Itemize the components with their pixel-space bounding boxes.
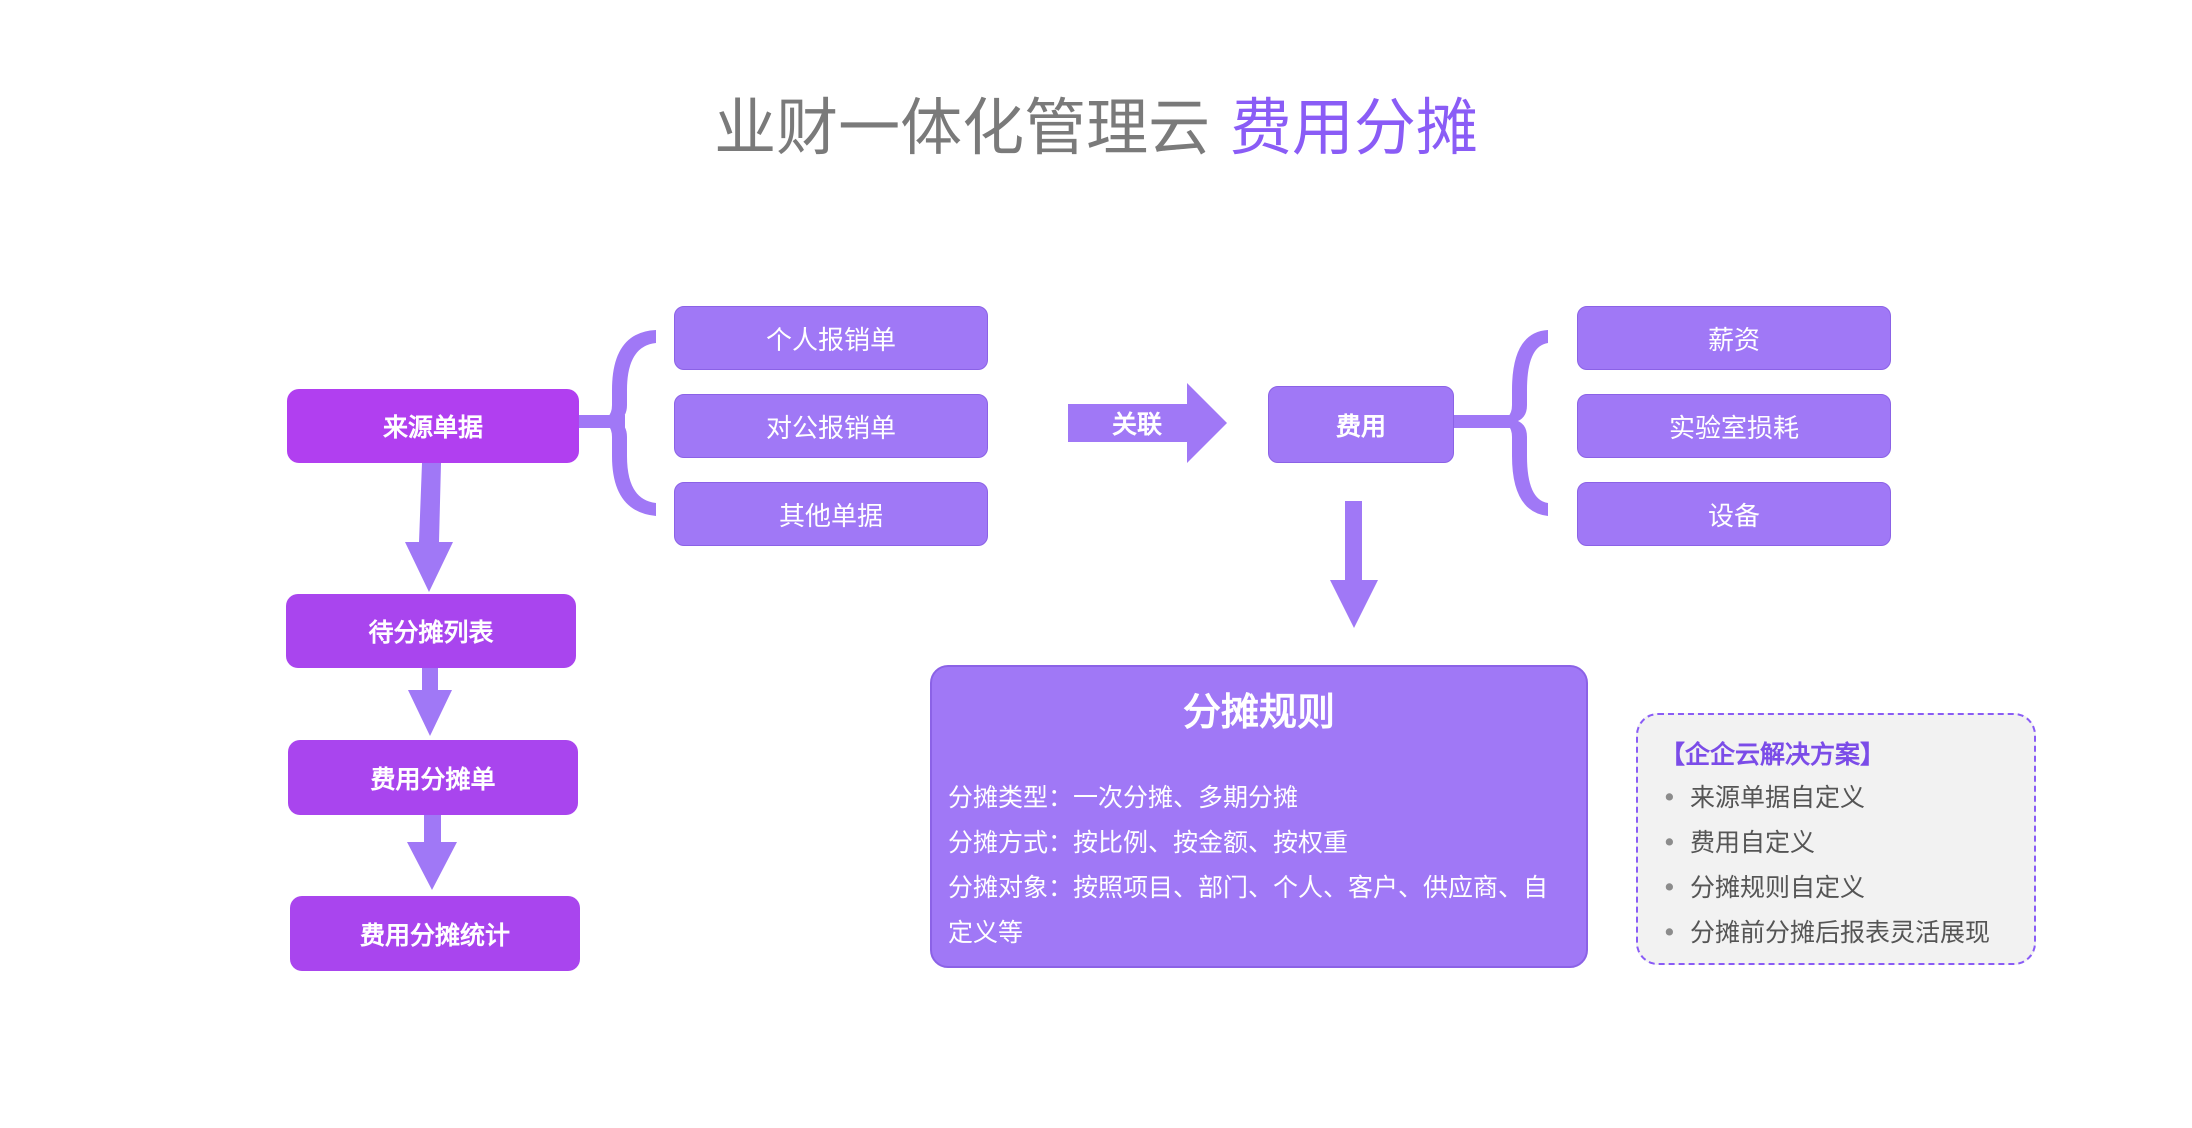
expense-type-equipment[interactable]: 设备 — [1577, 482, 1891, 546]
solution-panel: 【企企云解决方案】 • 来源单据自定义 • 费用自定义 • 分摊规则自定义 • 分摊前分… — [1636, 713, 2036, 965]
expense-type-lab[interactable]: 实验室损耗 — [1577, 394, 1891, 458]
bullet-icon: • — [1662, 828, 1677, 857]
solution-title: 【企企云解决方案】 — [1660, 740, 1886, 769]
bullet-icon: • — [1662, 873, 1677, 902]
expense-type-salary[interactable]: 薪资 — [1577, 306, 1891, 370]
source-type-corporate[interactable]: 对公报销单 — [674, 394, 988, 458]
rule-line-method: 分摊方式：按比例、按金额、按权重 — [948, 828, 1349, 857]
source-type-other[interactable]: 其他单据 — [674, 482, 988, 546]
flow-arrow-2 — [408, 668, 452, 736]
solution-item: • 费用自定义 — [1662, 820, 1990, 865]
source-docs-box[interactable]: 来源单据 — [287, 389, 579, 463]
solution-item-text: 来源单据自定义 — [1690, 783, 1866, 812]
allocation-rules-title: 分摊规则 — [1182, 690, 1335, 734]
flow-arrow-1 — [405, 463, 453, 592]
link-label: 关联 — [1111, 410, 1162, 439]
rule-line-target-cont: 定义等 — [948, 918, 1024, 947]
solution-item: • 分摊规则自定义 — [1662, 865, 1990, 910]
solution-item: • 分摊前分摊后报表灵活展现 — [1662, 910, 1990, 955]
bullet-icon: • — [1662, 783, 1677, 812]
rule-line-type: 分摊类型：一次分摊、多期分摊 — [948, 783, 1299, 812]
allocation-bill-box[interactable]: 费用分摊单 — [288, 740, 578, 815]
solution-list: • 来源单据自定义 • 费用自定义 • 分摊规则自定义 • 分摊前分摊后报表灵活展现 — [1662, 775, 1990, 955]
title-accent: 费用分摊 — [1229, 91, 1478, 164]
expense-down-arrow — [1330, 501, 1378, 628]
title-main: 业财一体化管理云 — [714, 91, 1211, 164]
flow-arrow-3 — [407, 814, 457, 890]
solution-item-text: 分摊规则自定义 — [1690, 873, 1866, 902]
allocation-stats-box[interactable]: 费用分摊统计 — [290, 896, 580, 971]
solution-item-text: 分摊前分摊后报表灵活展现 — [1690, 918, 1991, 947]
expense-brace — [1495, 330, 1548, 516]
expense-box[interactable]: 费用 — [1268, 386, 1454, 463]
solution-item-text: 费用自定义 — [1690, 828, 1816, 857]
link-arrow — [1068, 383, 1227, 463]
source-brace — [595, 330, 656, 516]
pending-list-box[interactable]: 待分摊列表 — [286, 594, 576, 668]
source-type-personal[interactable]: 个人报销单 — [674, 306, 988, 370]
expense-connector-line — [1450, 415, 1512, 428]
bullet-icon: • — [1662, 918, 1677, 947]
allocation-rules-panel: 分摊规则 分摊类型：一次分摊、多期分摊 分摊方式：按比例、按金额、按权重 分摊对… — [930, 665, 1588, 968]
allocation-rules-lines: 分摊类型：一次分摊、多期分摊 分摊方式：按比例、按金额、按权重 分摊对象：按照项… — [948, 775, 1568, 955]
solution-item: • 来源单据自定义 — [1662, 775, 1990, 820]
rule-line-target: 分摊对象：按照项目、部门、个人、客户、供应商、自 — [948, 873, 1549, 902]
page-title: 业财一体化管理云 费用分摊 — [0, 88, 2192, 168]
